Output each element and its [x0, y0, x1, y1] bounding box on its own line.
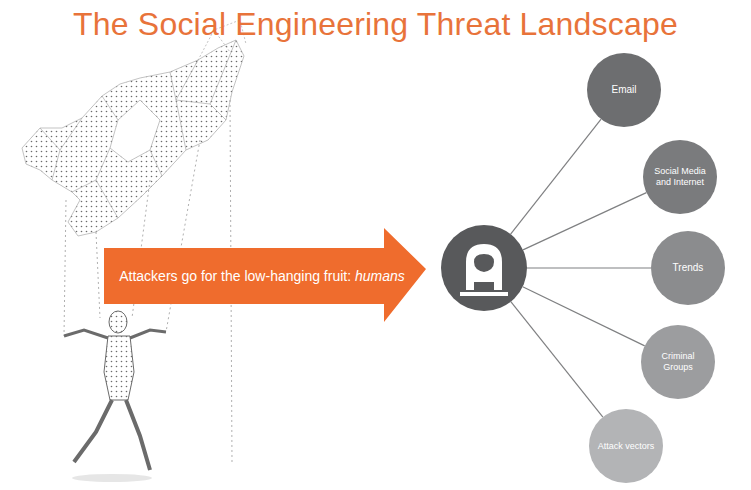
emphasis-word: humans: [355, 268, 405, 284]
topic-label: Attack vectors: [598, 441, 655, 452]
topic-circle: Trends: [651, 231, 725, 305]
callout-arrow: Attackers go for the low-hanging fruit: …: [104, 228, 426, 322]
page-title: The Social Engineering Threat Landscape: [0, 6, 751, 43]
attacker-hub: [441, 225, 527, 311]
topic-circle: Attack vectors: [589, 409, 663, 483]
topic-circle: Criminal Groups: [641, 325, 715, 399]
topic-text-block: Email: [605, 84, 642, 96]
topic-label: Criminal Groups: [647, 351, 709, 373]
spoke-line: [523, 287, 645, 346]
topic-label: Social Media and Internet: [649, 166, 711, 188]
topic-text-block: Social Media and Internet: [643, 166, 717, 188]
puppeteer-hand: [22, 20, 246, 236]
topic-label: Email: [611, 84, 636, 96]
arrow-text: Attackers go for the low-hanging fruit: …: [112, 267, 412, 285]
puppet-figure: [64, 311, 166, 482]
topic-text-block: Trends: [667, 262, 710, 274]
topic-circle: Email: [587, 53, 661, 127]
spoke-line: [527, 267, 651, 268]
spoke-line: [523, 193, 646, 250]
spoke-line: [511, 302, 603, 418]
topic-label: Trends: [673, 262, 704, 274]
topic-text-block: Attack vectors: [592, 441, 661, 452]
callout-text: Attackers go for the low-hanging fruit:: [119, 268, 351, 284]
topic-text-block: Criminal Groups: [641, 351, 715, 373]
spoke-line: [511, 119, 601, 234]
topic-circle: Social Media and Internet: [643, 140, 717, 214]
